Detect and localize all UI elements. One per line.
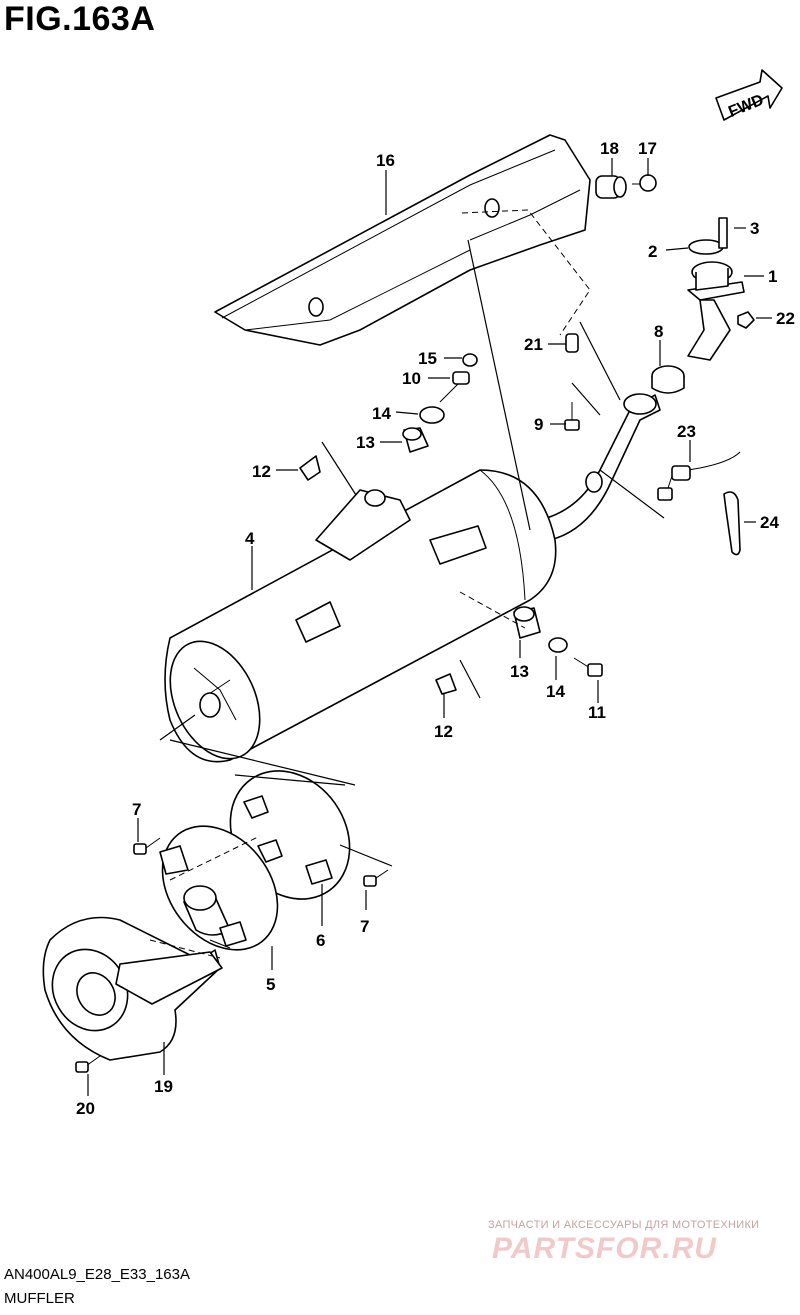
exhaust-pipe [539, 393, 661, 541]
bolt-lower [573, 657, 603, 677]
callout-3: 3 [750, 219, 759, 238]
diagram-code: AN400AL9_E28_E33_163A [4, 1266, 190, 1283]
callout-labels: 1 2 3 4 5 6 7 7 8 9 10 11 12 12 13 13 14… [76, 139, 795, 1118]
callout-leaders [87, 158, 772, 1096]
fwd-arrow-icon: FWD [715, 69, 783, 121]
callout-16: 16 [376, 151, 395, 170]
pipe-stud [565, 333, 579, 353]
screw-bolt [632, 174, 657, 192]
screw-left [133, 837, 161, 855]
washer-upper [419, 406, 445, 424]
stud-bolt [718, 217, 728, 249]
callout-11: 11 [588, 703, 606, 722]
callout-5: 5 [266, 975, 275, 994]
callout-19: 19 [154, 1077, 173, 1096]
callout-13-lower: 13 [510, 662, 529, 681]
callout-6: 6 [316, 931, 325, 950]
callout-12-lower: 12 [434, 722, 453, 741]
exhaust-seal [651, 365, 685, 394]
oxygen-sensor [657, 451, 741, 501]
collar-upper [299, 455, 321, 481]
end-cap-cover [159, 825, 279, 951]
sensor-clamp [723, 491, 741, 556]
heat-shield-cover [214, 134, 591, 346]
callout-2: 2 [648, 242, 657, 261]
callout-8: 8 [654, 322, 663, 341]
gasket [688, 239, 724, 255]
assembly-guide-lines [149, 209, 665, 959]
damper-rubber [595, 175, 627, 199]
bolt-upper [439, 371, 470, 403]
rubber-bush-lower [513, 606, 541, 639]
watermark-logo: PARTSFOR.RU [492, 1232, 717, 1265]
callout-10: 10 [402, 369, 421, 388]
callout-14-lower: 14 [546, 682, 565, 701]
callout-24: 24 [760, 513, 779, 532]
diagram-name: MUFFLER [4, 1290, 75, 1307]
callout-7-left: 7 [132, 800, 141, 819]
callout-13-upper: 13 [356, 433, 375, 452]
exhaust-flange [687, 261, 745, 361]
callout-23: 23 [677, 422, 696, 441]
callout-15: 15 [418, 349, 437, 368]
callout-17: 17 [638, 139, 657, 158]
callout-18: 18 [600, 139, 619, 158]
callout-21: 21 [524, 335, 543, 354]
washer-lower [548, 637, 568, 653]
callout-7-right: 7 [360, 917, 369, 936]
rubber-bush-upper [402, 427, 429, 453]
callout-1: 1 [768, 267, 777, 286]
screw-right [363, 869, 389, 887]
protector-screw [75, 1055, 101, 1073]
cap-plug [462, 353, 478, 367]
flange-nut [737, 311, 755, 329]
end-protector [42, 916, 223, 1061]
callout-20: 20 [76, 1099, 95, 1118]
callout-9: 9 [534, 415, 543, 434]
callout-14-upper: 14 [372, 404, 391, 423]
figure-title: FIG.163A [4, 0, 156, 38]
watermark-tagline: ЗАПЧАСТИ И АКСЕССУАРЫ ДЛЯ МОТОТЕХНИКИ [488, 1219, 760, 1231]
callout-4: 4 [245, 529, 255, 548]
callout-12-upper: 12 [252, 462, 271, 481]
collar-lower [435, 673, 457, 695]
callout-22: 22 [776, 309, 795, 328]
pipe-bolt [564, 402, 580, 431]
muffler-body [164, 469, 557, 763]
